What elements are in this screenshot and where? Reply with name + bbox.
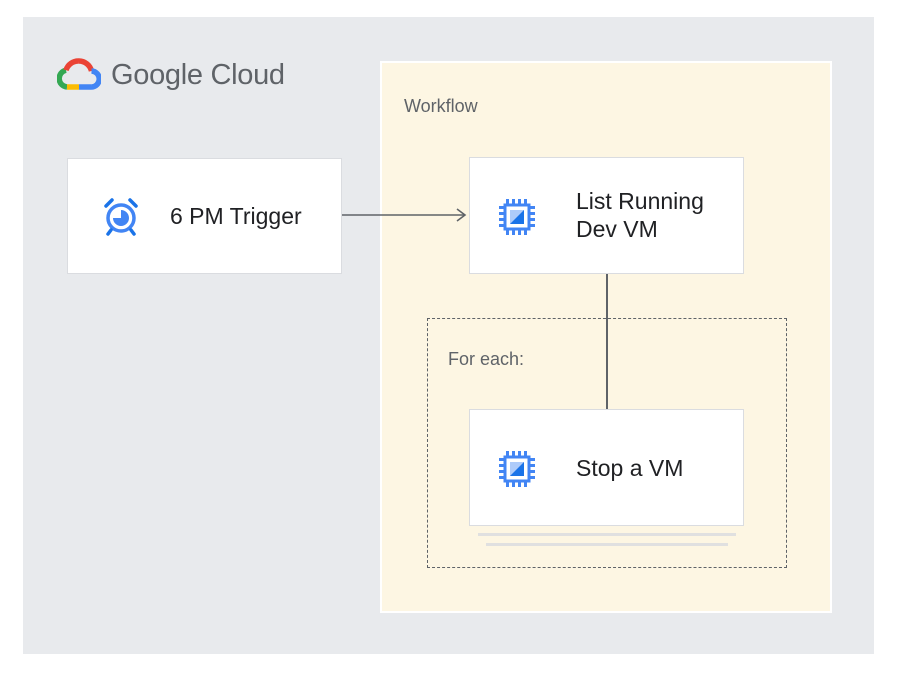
brand-name: Google Cloud [111,58,285,91]
stop-vm-node[interactable]: Stop a VM [469,409,744,526]
google-cloud-logo: Google Cloud [57,56,285,94]
compute-chip-icon [499,199,535,235]
trigger-node[interactable]: 6 PM Trigger [67,158,342,274]
list-vm-label-line1: List Running [576,188,704,214]
list-vm-label-line2: Dev VM [576,216,658,242]
list-running-dev-vm-node[interactable]: List Running Dev VM [469,157,744,274]
google-cloud-logo-icon [57,58,101,90]
workflow-label: Workflow [404,96,478,116]
list-to-stop-connector [606,274,608,410]
for-each-label: For each: [448,349,525,369]
trigger-label: 6 PM Trigger [170,203,302,229]
compute-chip-icon [499,451,535,487]
stack-line [478,533,736,536]
alarm-clock-icon [104,198,138,236]
for-each-loop-container [427,318,787,568]
stop-vm-label: Stop a VM [576,455,684,481]
stack-line [486,543,728,546]
trigger-to-list-arrow [342,208,467,222]
